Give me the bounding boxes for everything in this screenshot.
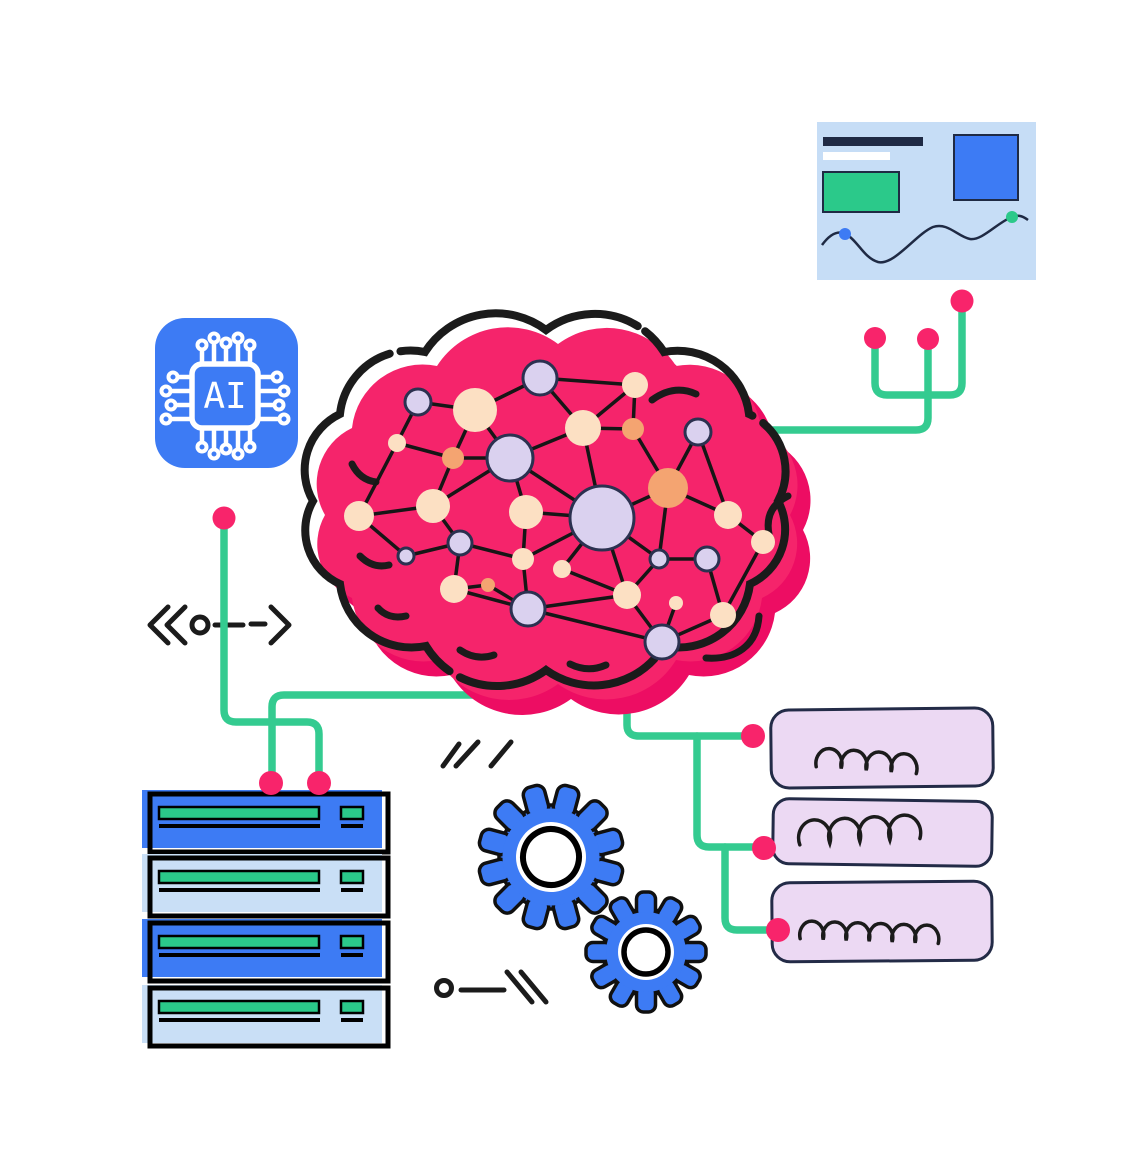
connector-brain-to-card-1 [623,646,752,740]
note-card-1 [769,706,995,790]
decorative-slashes [440,739,514,769]
chip-tile [155,318,298,468]
server-unit-3 [142,919,391,984]
connector-brain-to-chart [746,338,932,434]
note-cards [769,706,995,964]
trend-point-blue [839,228,851,240]
server-unit-4 [142,985,391,1049]
panel-subtitle-bar [823,152,890,160]
dot-chart-c [950,289,974,313]
note-card-2 [771,797,994,868]
analytics-panel-icon [817,122,1036,280]
server-rack-icon [142,790,391,1049]
chevron-left-icon [147,604,171,646]
scribble-text [796,813,923,849]
connector-to-card-3 [721,843,776,934]
panel-green-block [822,171,900,213]
chevron-left-icon [164,604,188,646]
chip-label: AI [203,376,246,417]
chip-die [189,361,261,431]
gear-icon-large [477,783,625,931]
server-unit-2 [142,854,391,919]
neural-nodes [344,359,775,661]
dot-card-1 [741,724,765,748]
small-circle-icon [434,978,454,998]
server-unit-1 [142,790,391,855]
gear-icon-small [584,890,708,1014]
dot-chart-b [917,328,939,350]
scribble-text [798,919,941,946]
brain-neural-network-icon [305,313,811,716]
pin-dot [195,338,209,352]
panel-title-bar [823,137,923,146]
decorative-arrow-left [147,604,292,646]
dot-server-right [307,771,331,795]
dot-card-2 [752,836,776,860]
dot-chart-a [864,327,886,349]
dot-card-3 [766,918,790,942]
note-card-3 [770,879,994,964]
connector-dots [212,289,974,942]
connector-to-card-2 [693,732,762,851]
trend-point-green [1006,211,1018,223]
connector-chart-u [871,299,966,399]
server-led-bar [157,805,321,821]
chevron-right-icon [268,604,292,646]
dot-server-left [259,771,283,795]
ai-chip-icon: AI [155,318,298,468]
panel-blue-block [953,134,1019,201]
brain-sulci [348,386,792,673]
decorative-line-bottom [434,969,549,1005]
dot-under-chip [212,506,236,530]
small-circle-icon [189,614,211,636]
scribble-text [814,746,919,776]
